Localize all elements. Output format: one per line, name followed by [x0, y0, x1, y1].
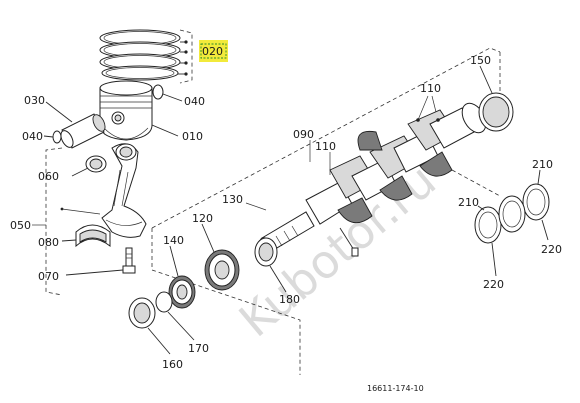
oil-pump-gear	[168, 245, 196, 309]
connecting-rod	[60, 143, 147, 238]
label-060[interactable]: 060	[38, 170, 59, 183]
label-020[interactable]: 020	[202, 45, 223, 58]
crank-group-outline	[151, 228, 301, 375]
label-180[interactable]: 180	[279, 293, 300, 306]
circlip-left	[43, 130, 62, 144]
main-bearing-rear	[478, 65, 514, 132]
label-220-left[interactable]: 220	[483, 278, 504, 291]
label-130[interactable]: 130	[222, 193, 243, 206]
label-210-right[interactable]: 210	[532, 158, 553, 171]
o-ring	[155, 291, 195, 341]
label-010[interactable]: 010	[182, 130, 203, 143]
crank-collar	[254, 237, 287, 293]
conrod-bracket	[45, 147, 63, 296]
piston-ring-bracket	[179, 29, 193, 84]
thrust-washer-right	[522, 169, 550, 241]
label-150[interactable]: 150	[470, 54, 491, 67]
small-end-bushing	[71, 155, 107, 177]
label-050[interactable]: 050	[10, 219, 31, 232]
conrod-bolt	[65, 247, 136, 276]
label-120[interactable]: 120	[192, 212, 213, 225]
label-160[interactable]: 160	[162, 358, 183, 371]
label-170[interactable]: 170	[188, 342, 209, 355]
piston-pin	[45, 101, 106, 149]
circlip-right	[152, 84, 183, 102]
crank-gear	[201, 223, 240, 291]
thrust-washer-left	[451, 169, 526, 277]
label-070[interactable]: 070	[38, 270, 59, 283]
label-140[interactable]: 140	[163, 234, 184, 247]
label-110-mid[interactable]: 110	[315, 140, 336, 153]
label-110-top[interactable]: 110	[420, 82, 441, 95]
highlight-box-020	[199, 40, 228, 62]
label-080[interactable]: 080	[38, 236, 59, 249]
piston-rings	[99, 29, 188, 81]
front-collar	[128, 297, 171, 355]
label-220-right[interactable]: 220	[541, 243, 562, 256]
label-040-left[interactable]: 040	[22, 130, 43, 143]
label-040-right[interactable]: 040	[184, 95, 205, 108]
label-030[interactable]: 030	[24, 94, 45, 107]
label-090[interactable]: 090	[293, 128, 314, 141]
drawing-number: 16611-174-10	[367, 384, 424, 393]
piston	[99, 80, 179, 141]
label-210-left[interactable]: 210	[458, 196, 479, 209]
conrod-bearing	[61, 224, 111, 248]
crankshaft	[259, 102, 487, 257]
